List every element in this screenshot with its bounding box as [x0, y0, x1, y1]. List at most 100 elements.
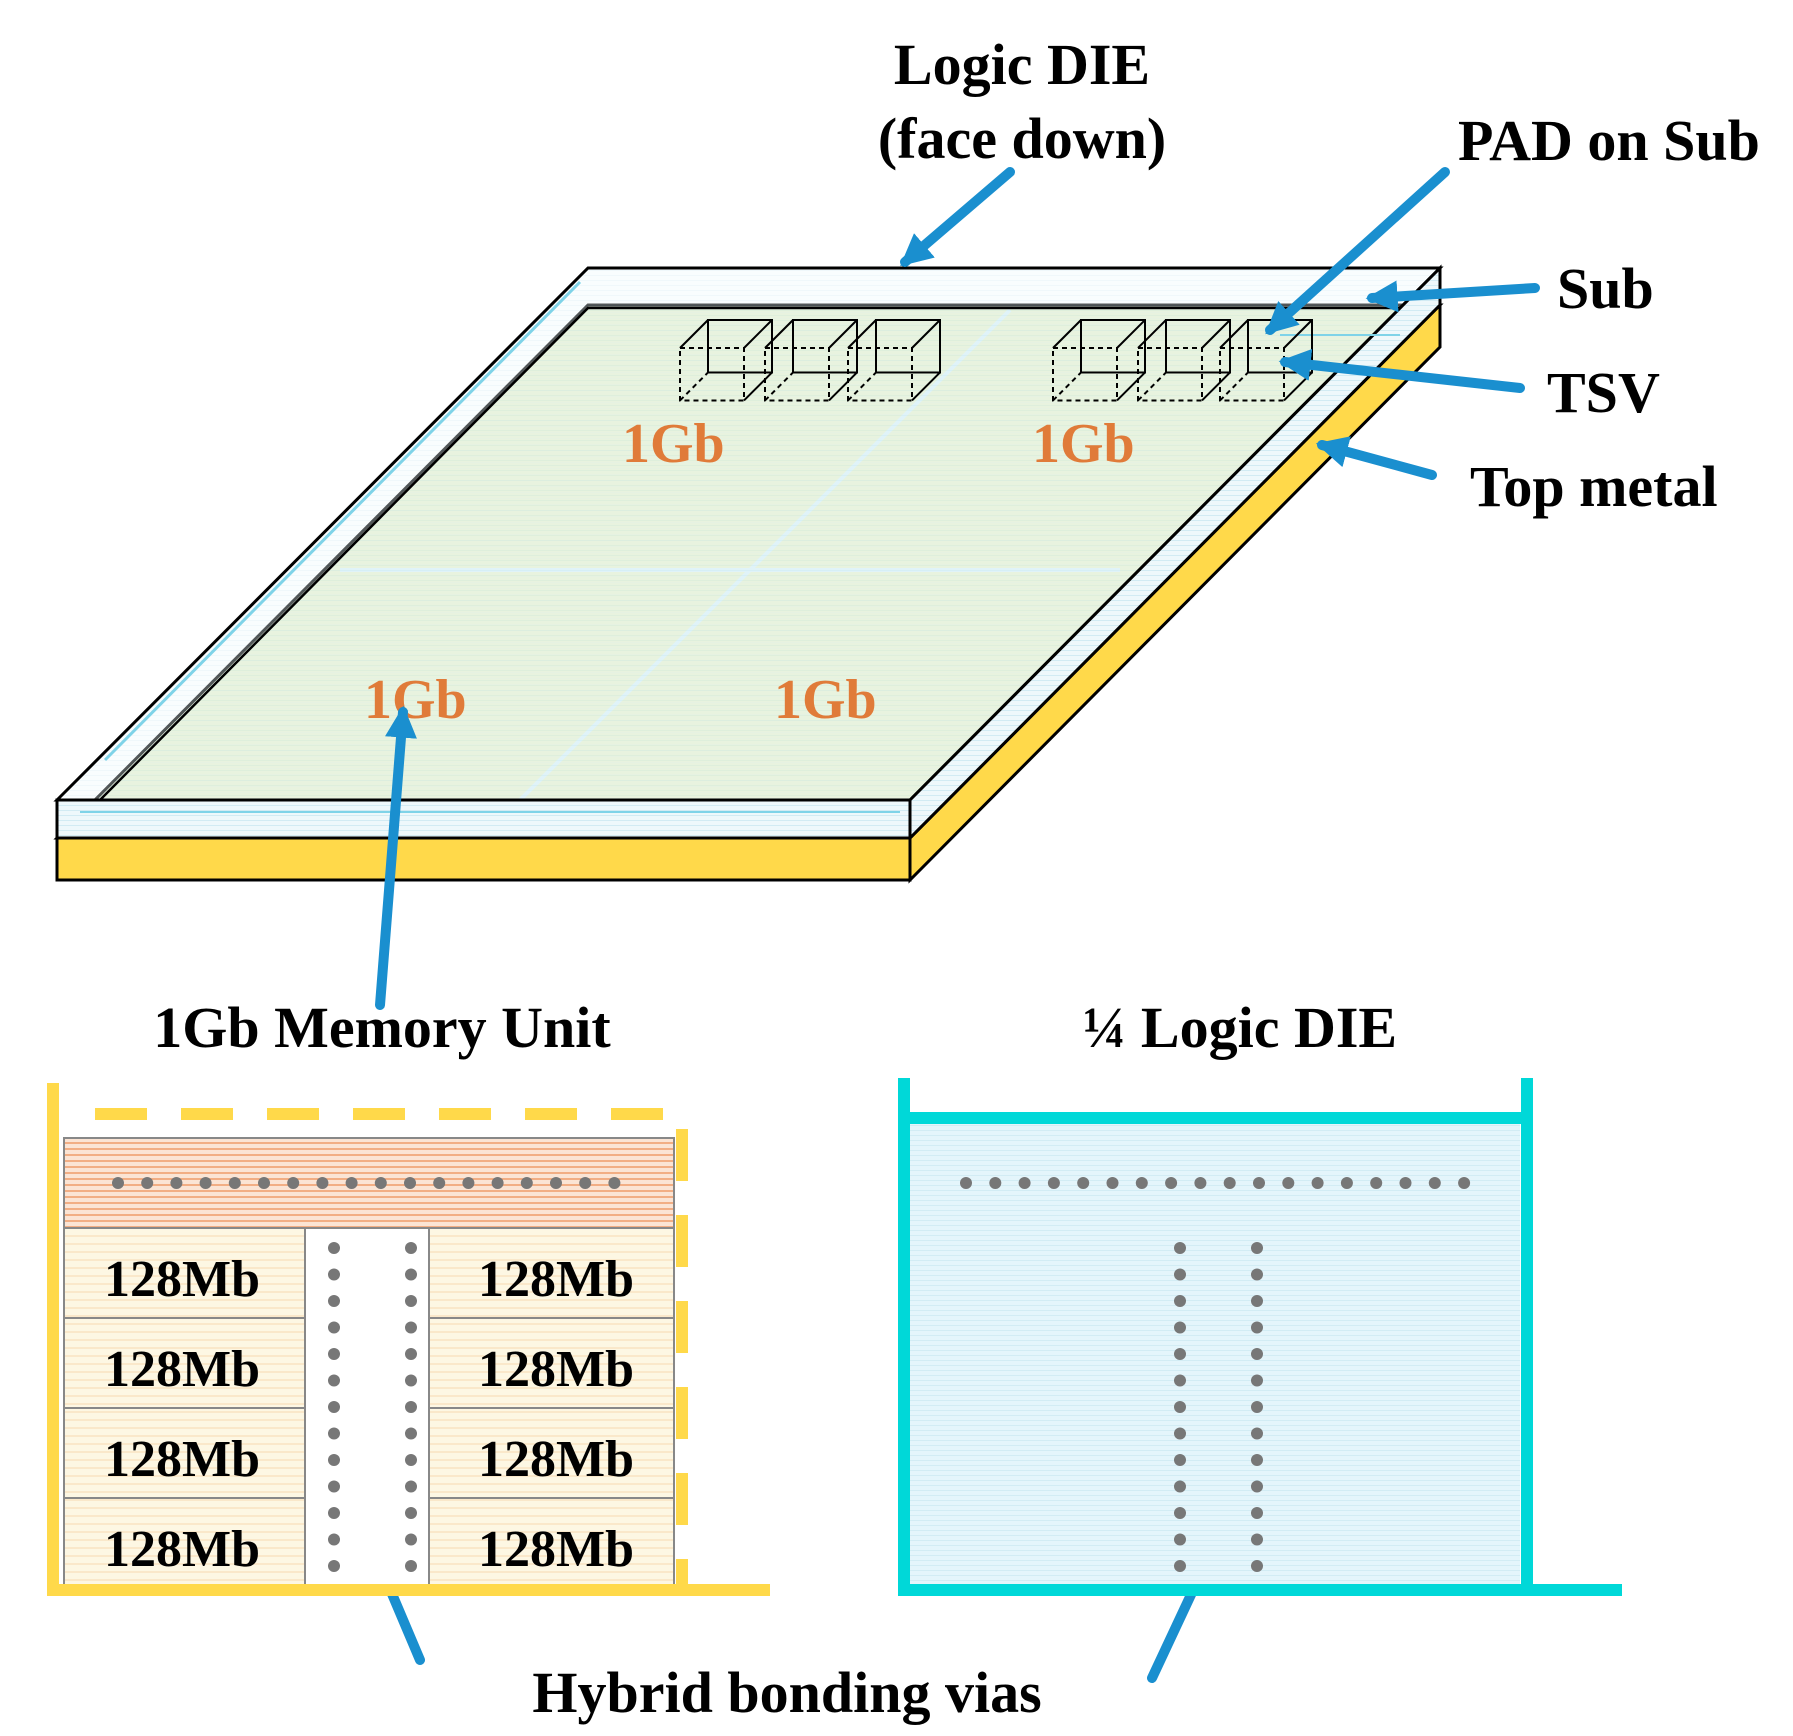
logic-die-fill	[906, 1124, 1520, 1590]
hybrid-via	[328, 1242, 340, 1254]
memory-bank-label: 128Mb	[478, 1431, 634, 1488]
hybrid-via	[1458, 1177, 1471, 1189]
hybrid-via	[112, 1177, 124, 1189]
hybrid-via	[1174, 1374, 1186, 1387]
memory-frame-dashed	[95, 1108, 688, 1590]
sub-arrow	[1365, 280, 1540, 313]
hybrid-via	[287, 1177, 300, 1189]
hybrid-via	[328, 1268, 340, 1281]
logic-die-label: Logic DIE	[894, 32, 1150, 97]
logic-die-arrow	[900, 167, 1015, 267]
hybrid-via	[1251, 1507, 1263, 1519]
hybrid-via	[405, 1295, 417, 1307]
hybrid-via	[1174, 1321, 1186, 1334]
hybrid-via	[405, 1242, 417, 1254]
hybrid-via	[1251, 1427, 1263, 1440]
hybrid-via	[1174, 1295, 1186, 1307]
die-block-label: 1Gb	[364, 669, 467, 731]
hybrid-via	[1370, 1177, 1383, 1189]
hybrid-via	[328, 1454, 340, 1466]
hybrid-via	[1251, 1374, 1263, 1387]
memory-unit-arrow	[375, 705, 417, 1010]
hybrid-via	[328, 1427, 340, 1440]
hybrid-via	[405, 1533, 417, 1546]
hybrid-via	[328, 1560, 340, 1572]
sub-label: Sub	[1557, 256, 1654, 321]
memory-frame-solid	[47, 1083, 770, 1596]
hybrid-via	[1018, 1177, 1031, 1189]
quarter-logic-die-panel	[898, 1078, 1622, 1596]
quarter-logic-die-label: ¼ Logic DIE	[1083, 995, 1397, 1060]
hybrid-via	[550, 1177, 562, 1189]
hybrid-via	[328, 1507, 340, 1519]
face-down-label: (face down)	[878, 106, 1166, 171]
tsv-cube	[1137, 319, 1231, 402]
hybrid-via	[1174, 1454, 1186, 1466]
hybrid-via	[328, 1321, 340, 1334]
hybrid-via	[328, 1533, 340, 1546]
pad-on-sub-label: PAD on Sub	[1458, 108, 1760, 173]
tsv-cube	[679, 319, 773, 402]
hybrid-via	[1174, 1401, 1186, 1413]
hybrid-via	[579, 1177, 592, 1189]
hybrid-via	[328, 1401, 340, 1413]
memory-header-band	[63, 1137, 675, 1229]
logic-hybrid-vias	[960, 1177, 1471, 1572]
hybrid-via	[1251, 1348, 1263, 1360]
hybrid-via	[1251, 1295, 1263, 1307]
sub-right-face	[908, 264, 1442, 842]
hybrid-via	[228, 1177, 241, 1189]
hybrid-via	[1311, 1177, 1324, 1189]
hybrid-via	[1251, 1560, 1263, 1572]
hybrid-bonding-vias-label: Hybrid bonding vias	[532, 1660, 1041, 1725]
hybrid-via	[1174, 1427, 1186, 1440]
hybrid-via	[462, 1177, 475, 1189]
top-metal-front-face	[55, 836, 912, 882]
hybrid-via	[433, 1177, 446, 1189]
hybrid-via	[199, 1177, 212, 1189]
hybrid-via	[328, 1480, 340, 1493]
die-block-label: 1Gb	[774, 669, 877, 731]
hybrid-via	[1253, 1177, 1265, 1189]
hybrid-via	[141, 1177, 154, 1189]
logic-die-frame	[898, 1078, 1622, 1596]
hybrid-via	[1174, 1268, 1186, 1281]
die-inner-edge	[99, 306, 1400, 801]
die-stack	[53, 264, 1444, 884]
tsv-label: TSV	[1547, 360, 1660, 425]
tsv-cube	[764, 319, 858, 402]
sub-top-edge-highlight	[103, 280, 582, 762]
hybrid-via	[1047, 1177, 1060, 1189]
memory-hybrid-vias	[112, 1177, 621, 1572]
hybrid-via	[491, 1177, 504, 1189]
hybrid-via	[1251, 1268, 1263, 1281]
hybrid-via	[1165, 1177, 1178, 1189]
hybrid-via	[345, 1177, 358, 1189]
hybrid-via	[1340, 1177, 1353, 1189]
memory-bank-label: 128Mb	[478, 1341, 634, 1398]
memory-bank-label: 128Mb	[478, 1521, 634, 1578]
hybrid-via	[1251, 1533, 1263, 1546]
hybrid-via	[328, 1295, 340, 1307]
hybrid-via	[1174, 1533, 1186, 1546]
memory-bank-label: 128Mb	[478, 1251, 634, 1308]
hybrid-via	[989, 1177, 1002, 1189]
hybrid-via	[405, 1427, 417, 1440]
tsv-arrow	[1278, 348, 1525, 393]
hybrid-via	[405, 1268, 417, 1281]
hybrid-via	[405, 1321, 417, 1334]
hybrid-via	[328, 1348, 340, 1360]
tsv-cube	[847, 319, 941, 402]
hybrid-via	[405, 1348, 417, 1360]
hybrid-via	[1077, 1177, 1090, 1189]
memory-unit-panel	[47, 1083, 770, 1596]
memory-bank-label: 128Mb	[104, 1521, 260, 1578]
hybrid-via	[1223, 1177, 1236, 1189]
hybrid-via	[328, 1374, 340, 1387]
hybrid-via	[405, 1374, 417, 1387]
hybrid-via	[405, 1454, 417, 1466]
hybrid-via	[404, 1177, 416, 1189]
hybrid-via	[316, 1177, 329, 1189]
hybrid-via	[1174, 1507, 1186, 1519]
